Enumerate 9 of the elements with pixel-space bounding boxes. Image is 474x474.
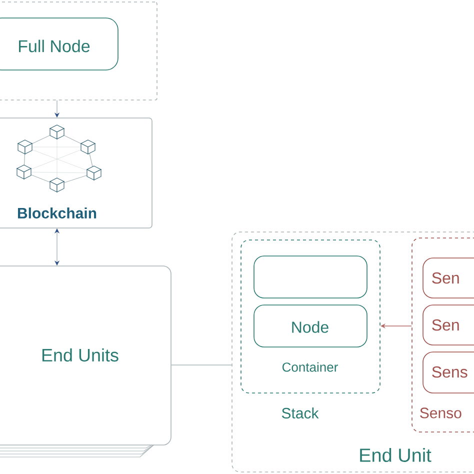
node-label: Stack [282, 407, 319, 418]
sensor-box: Sens [422, 352, 474, 394]
stacked-box: End Units [0, 266, 172, 458]
blockchain-box: Blockchain [0, 118, 152, 228]
process-box: Full Node [0, 18, 118, 70]
process-box: Node [254, 304, 368, 348]
sensor-box: Sen [422, 304, 474, 346]
process-box [254, 256, 368, 298]
sensor-box: Sen [422, 258, 474, 298]
